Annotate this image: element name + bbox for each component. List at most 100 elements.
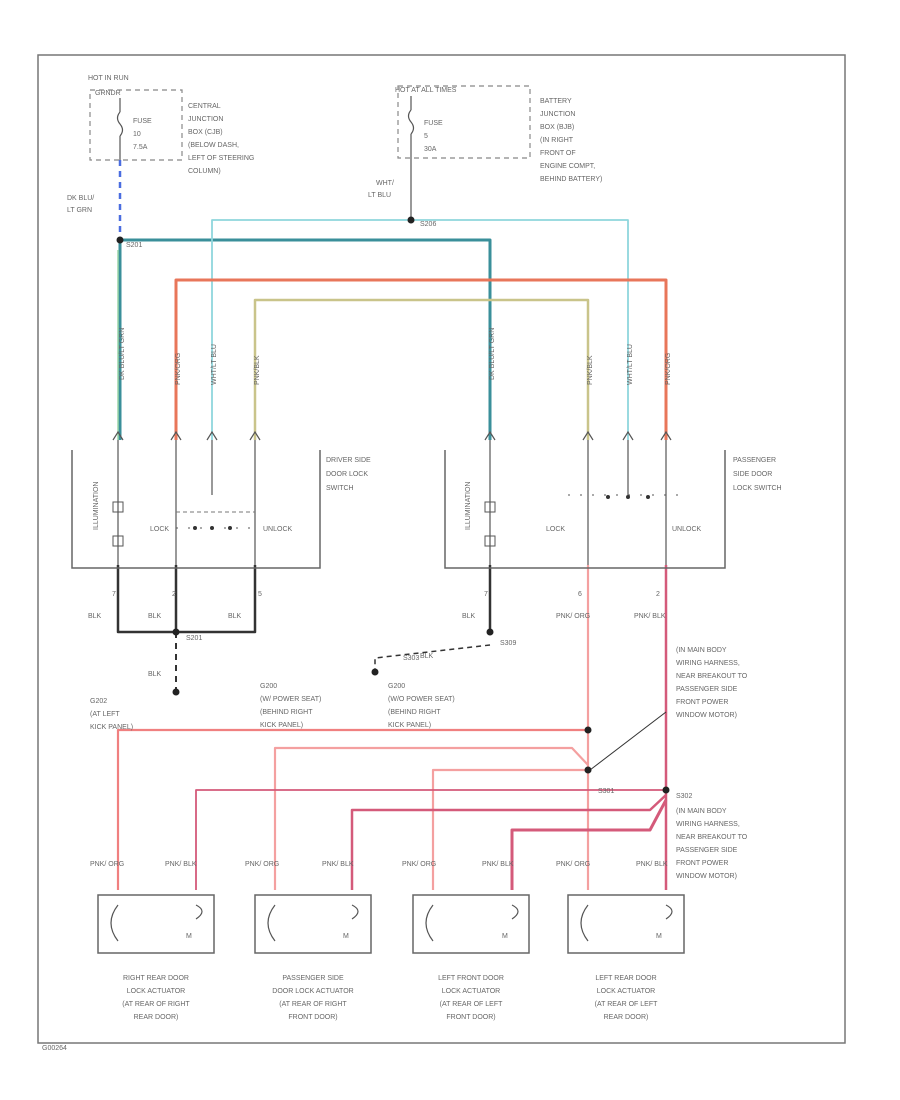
svg-text:G200: G200 bbox=[388, 683, 405, 690]
svg-text:JUNCTION: JUNCTION bbox=[540, 111, 575, 118]
diagram-frame bbox=[37, 54, 846, 1044]
illumination-bulb-icon bbox=[112, 501, 124, 513]
passenger-door-lock-switch: ILLUMINATION LOCK UNLOCK PASSENGER SIDE … bbox=[420, 430, 782, 660]
svg-text:PNK/BLK: PNK/BLK bbox=[587, 355, 594, 385]
svg-text:BLK: BLK bbox=[148, 671, 162, 678]
svg-text:BLK: BLK bbox=[148, 613, 162, 620]
svg-text:PNK/ ORG: PNK/ ORG bbox=[556, 861, 590, 868]
svg-text:G200: G200 bbox=[260, 683, 277, 690]
svg-text:ILLUMINATION: ILLUMINATION bbox=[93, 482, 100, 531]
svg-text:RIGHT REAR DOOR: RIGHT REAR DOOR bbox=[123, 975, 189, 982]
svg-text:(W/ POWER SEAT): (W/ POWER SEAT) bbox=[260, 696, 321, 703]
svg-text:SIDE DOOR: SIDE DOOR bbox=[733, 471, 772, 478]
splice-label: S302 bbox=[676, 793, 692, 800]
ground-dot bbox=[172, 688, 180, 696]
svg-text:LOCK: LOCK bbox=[150, 526, 169, 533]
wire-label: LT GRN bbox=[67, 207, 92, 214]
splice-label: S201 bbox=[126, 242, 142, 249]
splice-label: S303 bbox=[403, 655, 419, 662]
svg-text:(AT REAR OF RIGHT: (AT REAR OF RIGHT bbox=[279, 1001, 347, 1008]
svg-text:CENTRAL: CENTRAL bbox=[188, 103, 221, 110]
wire-label: DK BLU/ bbox=[67, 195, 94, 202]
wire-label: WHT/ bbox=[376, 180, 394, 187]
svg-text:(BELOW DASH,: (BELOW DASH, bbox=[188, 142, 239, 149]
splice-label: S206 bbox=[420, 221, 436, 228]
svg-text:G202: G202 bbox=[90, 698, 107, 705]
svg-text:BOX (CJB): BOX (CJB) bbox=[188, 129, 223, 136]
svg-text:LOCK ACTUATOR: LOCK ACTUATOR bbox=[442, 988, 500, 995]
svg-text:KICK PANEL): KICK PANEL) bbox=[90, 724, 133, 731]
svg-text:FRONT DOOR): FRONT DOOR) bbox=[288, 1014, 337, 1021]
svg-text:FUSE: FUSE bbox=[133, 118, 152, 125]
splice-label: S309 bbox=[500, 640, 516, 647]
svg-text:2: 2 bbox=[656, 591, 660, 598]
svg-text:5: 5 bbox=[424, 133, 428, 140]
svg-text:DK BLU/LT GRN: DK BLU/LT GRN bbox=[119, 328, 126, 380]
motor-icon bbox=[267, 904, 276, 942]
svg-text:(BEHIND RIGHT: (BEHIND RIGHT bbox=[260, 709, 313, 716]
svg-text:7.5A: 7.5A bbox=[133, 144, 148, 151]
splice-points bbox=[116, 216, 670, 794]
svg-text:ENGINE COMPT,: ENGINE COMPT, bbox=[540, 163, 595, 170]
svg-text:JUNCTION: JUNCTION bbox=[188, 116, 223, 123]
motor-icon bbox=[110, 904, 119, 942]
svg-text:BLK: BLK bbox=[462, 613, 476, 620]
svg-text:PNK/ BLK: PNK/ BLK bbox=[322, 861, 354, 868]
svg-text:REAR DOOR): REAR DOOR) bbox=[134, 1014, 179, 1021]
splice-label: S201 bbox=[186, 635, 202, 642]
svg-text:7: 7 bbox=[484, 591, 488, 598]
fuse-box-timer: HOT AT ALL TIMES FUSE 5 30A BATTERY JUNC… bbox=[368, 85, 602, 199]
svg-text:BOX (BJB): BOX (BJB) bbox=[540, 124, 574, 131]
fuse-run-header: HOT IN RUN bbox=[88, 75, 129, 82]
svg-text:(AT REAR OF LEFT: (AT REAR OF LEFT bbox=[595, 1001, 658, 1008]
actuator-left-rear: PNK/ ORG PNK/ BLK M LEFT REAR DOOR LOCK … bbox=[556, 861, 685, 1021]
svg-text:ILLUMINATION: ILLUMINATION bbox=[465, 482, 472, 531]
svg-text:PNK/ORG: PNK/ORG bbox=[175, 353, 182, 385]
splice-label: S301 bbox=[598, 788, 614, 795]
svg-text:6: 6 bbox=[578, 591, 582, 598]
splice-dot bbox=[584, 766, 592, 774]
actuator-left-front: PNK/ ORG PNK/ BLK M LEFT FRONT DOOR LOCK… bbox=[402, 861, 530, 1021]
svg-text:WIRING HARNESS,: WIRING HARNESS, bbox=[676, 821, 740, 828]
ground-labels: G202 (AT LEFT KICK PANEL) G200 (W/ POWER… bbox=[90, 683, 455, 731]
splice-dot bbox=[662, 786, 670, 794]
svg-text:WHT/LT BLU: WHT/LT BLU bbox=[627, 344, 634, 385]
svg-text:PASSENGER SIDE: PASSENGER SIDE bbox=[282, 975, 344, 982]
motor-icon bbox=[425, 904, 434, 942]
fuse-timer-location: BATTERY JUNCTION BOX (BJB) (IN RIGHT FRO… bbox=[540, 98, 602, 183]
svg-text:(IN RIGHT: (IN RIGHT bbox=[540, 137, 574, 144]
svg-text:LOCK SWITCH: LOCK SWITCH bbox=[733, 485, 782, 492]
splice-dot bbox=[584, 726, 592, 734]
svg-text:(AT LEFT: (AT LEFT bbox=[90, 711, 120, 718]
fuse-timer-header: HOT AT ALL TIMES bbox=[395, 87, 457, 94]
svg-text:PNK/ BLK: PNK/ BLK bbox=[636, 861, 668, 868]
actuator-passenger-side: PNK/ ORG PNK/ BLK M PASSENGER SIDE DOOR … bbox=[245, 861, 372, 1021]
driver-door-lock-switch: ILLUMINATION LOCK UNLOCK DRIVER SIDE DOO… bbox=[71, 430, 371, 678]
fuse-run-sub: GRNDR bbox=[95, 90, 121, 97]
svg-text:LOCK ACTUATOR: LOCK ACTUATOR bbox=[127, 988, 185, 995]
fuse-icon bbox=[116, 111, 124, 137]
svg-text:PNK/ BLK: PNK/ BLK bbox=[634, 613, 666, 620]
svg-text:10: 10 bbox=[133, 131, 141, 138]
splice-dot bbox=[407, 216, 415, 224]
svg-text:WIRING HARNESS,: WIRING HARNESS, bbox=[676, 660, 740, 667]
svg-text:DOOR LOCK ACTUATOR: DOOR LOCK ACTUATOR bbox=[272, 988, 353, 995]
svg-text:PNK/ ORG: PNK/ ORG bbox=[90, 861, 124, 868]
svg-text:WINDOW MOTOR): WINDOW MOTOR) bbox=[676, 712, 737, 719]
harness-note-2: (IN MAIN BODY WIRING HARNESS, NEAR BREAK… bbox=[676, 808, 748, 880]
svg-text:DRIVER SIDE: DRIVER SIDE bbox=[326, 457, 371, 464]
svg-text:5: 5 bbox=[258, 591, 262, 598]
motor-icon bbox=[580, 904, 589, 942]
svg-text:KICK PANEL): KICK PANEL) bbox=[260, 722, 303, 729]
svg-text:PASSENGER: PASSENGER bbox=[733, 457, 776, 464]
svg-text:LEFT REAR DOOR: LEFT REAR DOOR bbox=[595, 975, 656, 982]
svg-text:PNK/ BLK: PNK/ BLK bbox=[482, 861, 514, 868]
svg-text:NEAR BREAKOUT TO: NEAR BREAKOUT TO bbox=[676, 834, 748, 841]
svg-text:WINDOW MOTOR): WINDOW MOTOR) bbox=[676, 873, 737, 880]
svg-text:PNK/ORG: PNK/ORG bbox=[665, 353, 672, 385]
svg-text:M: M bbox=[502, 933, 508, 940]
harness-note-1: (IN MAIN BODY WIRING HARNESS, NEAR BREAK… bbox=[676, 647, 748, 719]
fuse-box-run: HOT IN RUN GRNDR FUSE 10 7.5A CENTRAL JU… bbox=[67, 75, 254, 214]
wires bbox=[116, 158, 668, 890]
